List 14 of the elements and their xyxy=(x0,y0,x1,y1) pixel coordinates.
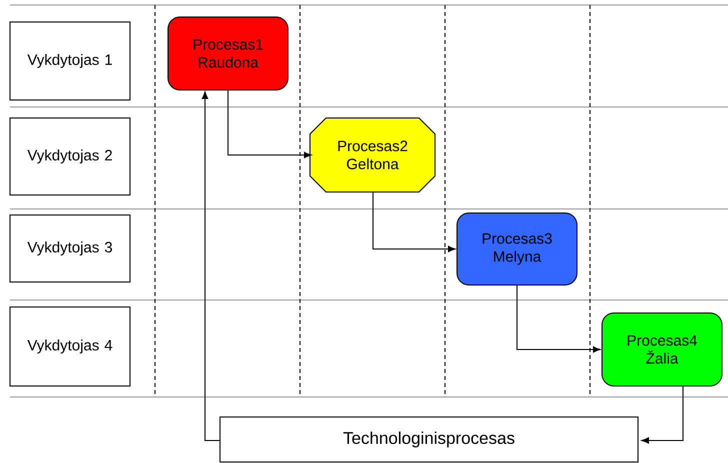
system-box: Technologinisprocesas xyxy=(220,416,638,462)
actor-box: Vykdytojas 2 xyxy=(10,118,130,196)
actor-box: Vykdytojas 1 xyxy=(10,22,130,100)
actor-box: Vykdytojas 3 xyxy=(10,214,130,282)
process-box: Procesas3 Melyna xyxy=(456,212,578,286)
arrow xyxy=(228,90,312,158)
process-box: Procesas2 Geltona xyxy=(310,118,436,192)
arrow xyxy=(202,91,220,441)
arrow xyxy=(642,386,684,444)
actor-box: Vykdytojas 4 xyxy=(10,306,130,386)
arrow xyxy=(372,192,456,252)
process-box: Procesas1 Raudona xyxy=(168,16,288,90)
process-box: Procesas4 Žalia xyxy=(602,312,722,386)
arrow xyxy=(516,284,600,353)
